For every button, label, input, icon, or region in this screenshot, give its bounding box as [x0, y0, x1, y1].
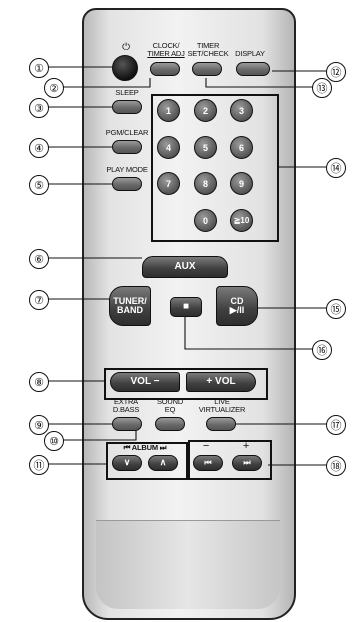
numpad-key-4[interactable]: 4 — [157, 136, 180, 159]
numpad-key-7[interactable]: 7 — [157, 172, 180, 195]
d-bass-label: D.BASS — [112, 405, 140, 414]
numpad-key-8[interactable]: 8 — [194, 172, 217, 195]
play-mode-label: PLAY MODE — [106, 165, 148, 174]
clock-timer-adj-button[interactable] — [150, 62, 180, 76]
remote-bottom-panel — [96, 520, 280, 609]
virtualizer-label: VIRTUALIZER — [198, 405, 246, 414]
callout-6: ⑥ — [29, 249, 49, 269]
numpad-key-3[interactable]: 3 — [230, 99, 253, 122]
skip-back-button[interactable]: ⏮ — [193, 455, 223, 471]
live-virtualizer-button[interactable] — [206, 417, 236, 431]
callout-8: ⑧ — [29, 372, 49, 392]
callout-7: ⑦ — [29, 290, 49, 310]
vol-down-button[interactable]: VOL − — [110, 372, 180, 392]
callout-2: ② — [44, 78, 64, 98]
sound-eq-button[interactable] — [155, 417, 185, 431]
album-frame — [106, 442, 188, 480]
timer-set-check-button[interactable] — [192, 62, 222, 76]
callout-18: ⑱ — [326, 456, 346, 476]
sound-label: SOUND — [156, 397, 184, 406]
callout-3: ③ — [29, 98, 49, 118]
numpad-key-1[interactable]: 1 — [157, 99, 180, 122]
eq-label: EQ — [164, 405, 176, 414]
skip-minus-label: − — [202, 440, 210, 452]
timer-adj-label: TIMER ADJ — [147, 49, 185, 58]
extra-label: EXTRA — [113, 397, 138, 406]
extra-d-bass-button[interactable] — [112, 417, 142, 431]
pgm-clear-label: PGM/CLEAR — [105, 128, 149, 137]
display-label: DISPLAY — [235, 49, 265, 58]
sleep-button[interactable] — [112, 100, 142, 114]
numpad-key-9[interactable]: 9 — [230, 172, 253, 195]
callout-1: ① — [29, 58, 49, 78]
clock-label: CLOCK/ — [152, 41, 180, 50]
numpad-key-0[interactable]: 0 — [194, 209, 217, 232]
skip-forward-button[interactable]: ⏭ — [232, 455, 262, 471]
live-label: LIVE — [214, 397, 230, 406]
skip-frame — [188, 440, 272, 480]
tuner-band-button[interactable]: TUNER/ BAND — [109, 286, 151, 326]
pgm-clear-button[interactable] — [112, 140, 142, 154]
numpad-key-5[interactable]: 5 — [194, 136, 217, 159]
cd-play-pause-button[interactable]: CD ▶/II — [216, 286, 258, 326]
numpad-key-10plus[interactable]: ≧10 — [230, 209, 253, 232]
callout-10: ⑩ — [44, 431, 64, 451]
skip-plus-label: + — [242, 440, 250, 452]
play-mode-button[interactable] — [112, 177, 142, 191]
callout-14: ⑭ — [326, 158, 346, 178]
aux-button[interactable]: AUX — [142, 256, 228, 278]
volume-frame — [104, 368, 268, 400]
sleep-label: SLEEP — [115, 88, 139, 97]
timer-label: TIMER — [196, 41, 220, 50]
callout-17: ⑰ — [326, 415, 346, 435]
callout-5: ⑤ — [29, 175, 49, 195]
stop-button[interactable]: ■ — [170, 297, 202, 317]
set-check-label: SET/CHECK — [187, 49, 229, 58]
callout-11: ⑪ — [29, 455, 49, 475]
callout-16: ⑯ — [312, 340, 332, 360]
power-label: ⏻ — [122, 42, 130, 53]
callout-12: ⑫ — [326, 62, 346, 82]
vol-up-button[interactable]: + VOL — [186, 372, 256, 392]
callout-13: ⑬ — [312, 78, 332, 98]
callout-9: ⑨ — [29, 415, 49, 435]
numpad-key-2[interactable]: 2 — [194, 99, 217, 122]
numpad-key-6[interactable]: 6 — [230, 136, 253, 159]
display-button[interactable] — [236, 62, 270, 76]
album-down-button[interactable]: ∨ — [112, 455, 142, 471]
power-button[interactable] — [112, 55, 138, 81]
album-label: ⏮ ALBUM ⏭ — [123, 443, 167, 452]
numpad-frame — [151, 94, 279, 242]
callout-15: ⑮ — [326, 299, 346, 319]
callout-4: ④ — [29, 138, 49, 158]
album-up-button[interactable]: ∧ — [148, 455, 178, 471]
